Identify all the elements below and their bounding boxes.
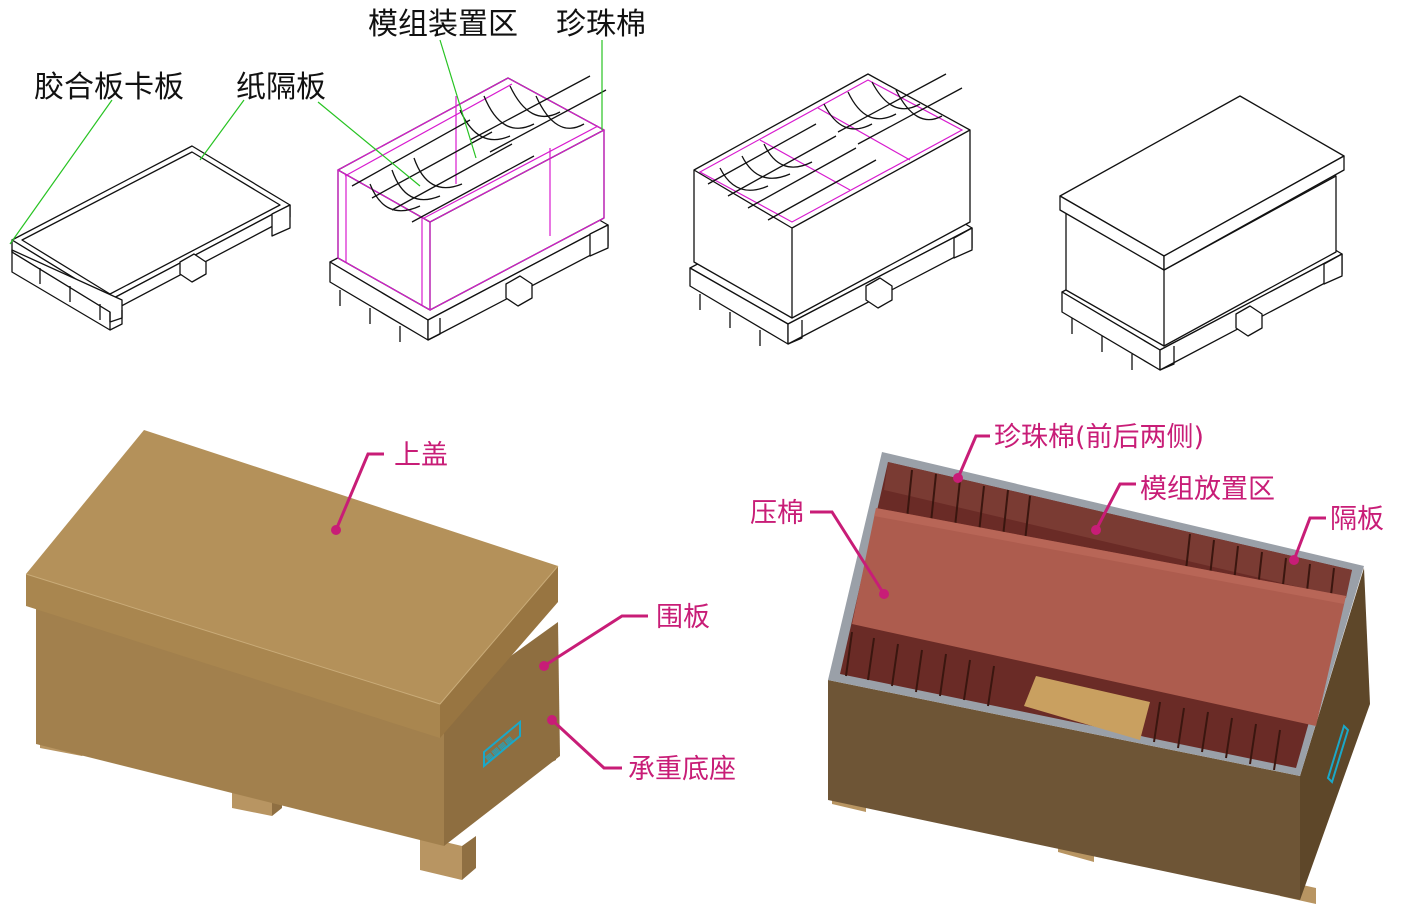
bottom-right-leaders <box>810 434 1326 599</box>
bottom-left-leaders <box>331 452 648 770</box>
label-module-area: 模组装置区 <box>368 7 518 42</box>
label-enclosure: 围板 <box>656 602 710 633</box>
label-press-foam: 压棉 <box>750 498 804 529</box>
open-cardboard-box <box>828 452 1370 904</box>
label-divider: 隔板 <box>1330 504 1384 535</box>
label-module-placement-area: 模组放置区 <box>1140 474 1275 505</box>
label-pearl-foam: 珍珠棉 <box>556 7 646 42</box>
top-leader-lines <box>9 39 603 245</box>
label-base: 承重底座 <box>628 754 736 785</box>
open-box-drawing <box>689 73 973 346</box>
pallet-drawing <box>11 145 291 331</box>
closed-box-drawing <box>1059 95 1345 371</box>
frame-assembly-drawing <box>329 75 609 342</box>
closed-cardboard-box: ▦▦▦▦ <box>25 430 560 880</box>
label-paper-divider: 纸隔板 <box>236 70 326 105</box>
label-lid: 上盖 <box>394 440 448 471</box>
label-pearl-foam-sides: 珍珠棉(前后两侧) <box>994 422 1204 453</box>
label-plywood-card: 胶合板卡板 <box>34 70 184 105</box>
front-dividers <box>845 631 1281 771</box>
